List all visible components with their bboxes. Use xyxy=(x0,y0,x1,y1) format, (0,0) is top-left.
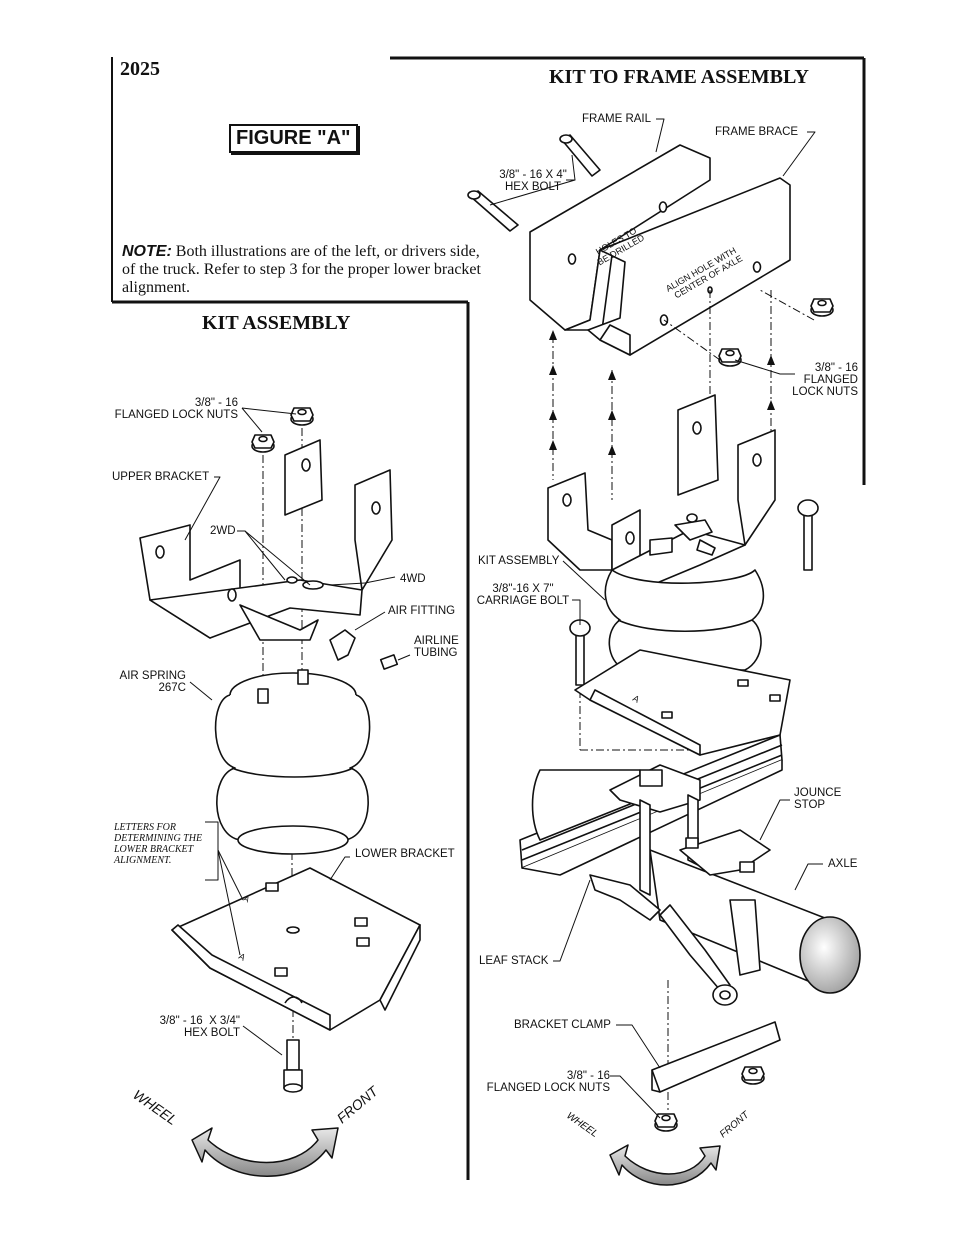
leaf-stack-label: LEAF STACK xyxy=(479,955,549,967)
note-block: NOTE: Both illustrations are of the left… xyxy=(122,243,492,297)
flanged-lock-nut xyxy=(654,1113,678,1132)
axle-label: AXLE xyxy=(828,858,858,870)
kit-assembly-drawing xyxy=(139,407,421,1177)
flanged-lock-nuts-bottom-label: 3/8" - 16 FLANGED LOCK NUTS xyxy=(486,1070,610,1094)
note-label: NOTE: xyxy=(122,243,172,260)
letter-a-left: A xyxy=(237,951,247,963)
front-label-left: FRONT xyxy=(334,1082,382,1126)
4wd-label: 4WD xyxy=(400,573,426,585)
flanged-lock-nut xyxy=(251,434,275,453)
kit-to-frame-title: KIT TO FRAME ASSEMBLY xyxy=(549,66,809,88)
flanged-lock-nut xyxy=(810,298,834,317)
flanged-lock-nuts-top-label: 3/8" - 16 FLANGED LOCK NUTS xyxy=(792,362,858,398)
jounce-stop xyxy=(679,829,771,876)
hex-bolt-label: 3/8" - 16 X 3/4" HEX BOLT xyxy=(159,1015,240,1039)
front-label-right: FRONT xyxy=(718,1109,752,1140)
upper-bracket xyxy=(547,394,776,591)
air-spring xyxy=(214,669,371,855)
2wd-label: 2WD xyxy=(210,525,236,537)
air-fitting xyxy=(329,629,399,670)
jounce-stop-label: JOUNCE STOP xyxy=(794,787,842,811)
part-number: 2025 xyxy=(120,58,160,80)
letter-a-left-2: A xyxy=(242,894,252,905)
flanged-lock-nut xyxy=(741,1066,765,1085)
letters-note-label: LETTERS FOR DETERMINING THE LOWER BRACKE… xyxy=(114,822,203,866)
kit-assembly-label: KIT ASSEMBLY xyxy=(478,555,560,567)
frame-rail-label: FRAME RAIL xyxy=(582,113,652,125)
lower-bracket-label: LOWER BRACKET xyxy=(355,848,455,860)
air-spring-label: AIR SPRING 267C xyxy=(119,670,186,694)
airline-tubing-label: AIRLINE TUBING xyxy=(414,635,459,659)
hex-bolt xyxy=(559,134,601,177)
carriage-bolt xyxy=(569,619,591,686)
lock-nuts-label: 3/8" - 16 FLANGED LOCK NUTS xyxy=(114,397,238,421)
kit-to-frame-drawing xyxy=(467,118,861,1186)
upper-bracket-label: UPPER BRACKET xyxy=(112,471,210,483)
hex-bolt xyxy=(467,190,519,232)
shock-hanger xyxy=(589,874,761,1006)
bracket-clamp xyxy=(651,1021,781,1093)
frame-brace xyxy=(587,177,791,356)
flanged-lock-nut xyxy=(718,348,742,367)
air-fitting-label: AIR FITTING xyxy=(388,605,456,617)
carriage-bolt-label: 3/8"-16 X 7" CARRIAGE BOLT xyxy=(476,583,570,607)
frame-brace-label: FRAME BRACE xyxy=(715,126,799,138)
lower-bracket xyxy=(574,649,791,756)
air-spring xyxy=(604,569,765,671)
upper-bracket xyxy=(139,439,393,641)
bracket-clamp-label: BRACKET CLAMP xyxy=(514,1019,611,1031)
hex-bolt xyxy=(283,1039,303,1093)
figure-label: FIGURE "A" xyxy=(229,124,358,153)
wheel-label-right: WHEEL xyxy=(564,1110,599,1139)
flanged-lock-nut xyxy=(290,407,314,426)
wheel-label-left: WHEEL xyxy=(130,1086,180,1128)
frame-hex-bolt-label: 3/8" - 16 X 4" HEX BOLT xyxy=(499,169,567,193)
carriage-bolt xyxy=(797,499,819,571)
wheel-front-arrow xyxy=(191,1127,339,1177)
u-bolt-clamp xyxy=(609,764,701,896)
wheel-front-arrow xyxy=(609,1144,721,1186)
page-frame xyxy=(111,56,866,1180)
lower-bracket xyxy=(171,867,421,1031)
letter-a-right: A xyxy=(631,693,641,705)
kit-assembly-title: KIT ASSEMBLY xyxy=(202,312,351,334)
note-text: Both illustrations are of the left, or d… xyxy=(122,243,481,296)
